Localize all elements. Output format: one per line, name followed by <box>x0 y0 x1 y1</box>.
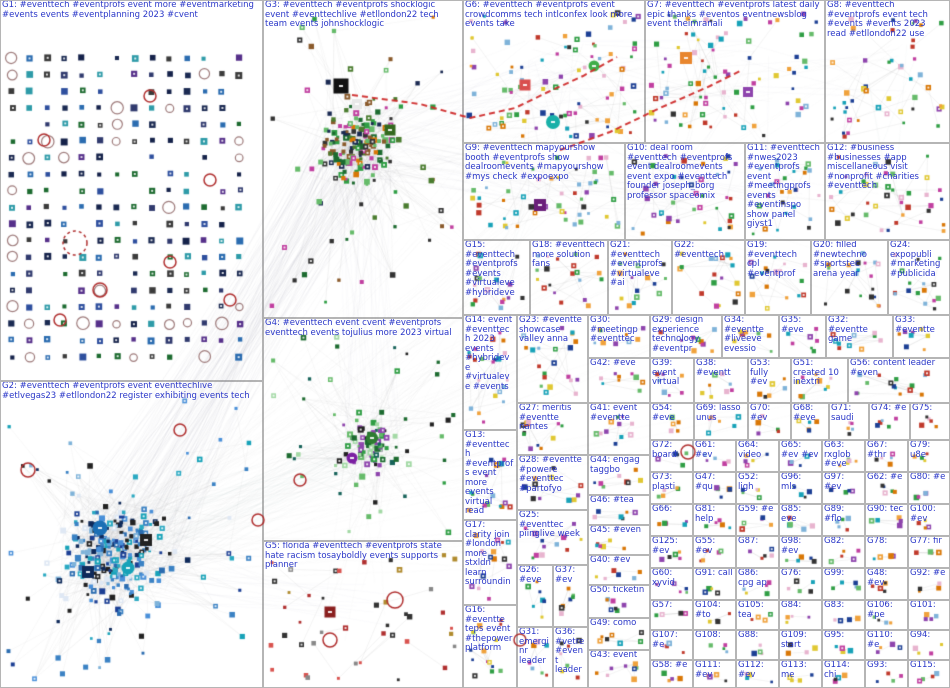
graph-visualization: G1#eventtech #eventprofs event more #eve… <box>0 0 950 688</box>
network-canvas <box>0 0 950 688</box>
